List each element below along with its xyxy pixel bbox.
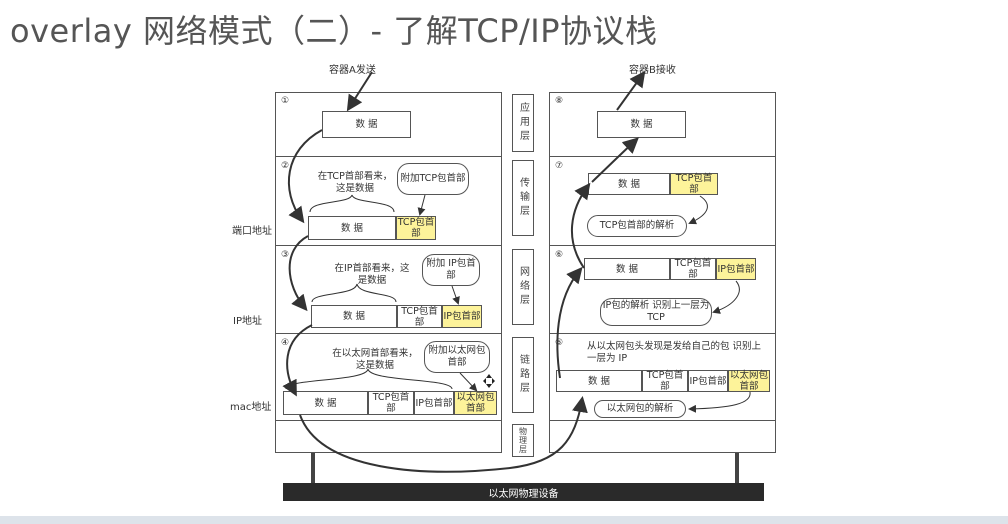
- cursor-icon: [483, 374, 495, 388]
- layer-application: 应用层: [512, 94, 534, 152]
- layer-transport: 传输层: [512, 160, 534, 236]
- left-step4-data: 数 据: [283, 391, 368, 415]
- note-tcp-parse: TCP包首部的解析: [587, 215, 687, 237]
- left-step4-eth-header: 以太网包首部: [454, 391, 497, 415]
- sender-label: 容器A发送: [329, 65, 376, 76]
- step-4: ④: [281, 338, 290, 348]
- layer-physical: 物理层: [512, 424, 534, 457]
- right-physical-row: [549, 420, 776, 453]
- note-ip-parse: IP包的解析 识别上一层为TCP: [600, 298, 712, 326]
- mac-address-label: mac地址: [230, 402, 272, 413]
- slide-title: overlay 网络模式（二）- 了解TCP/IP协议栈: [10, 12, 658, 50]
- left-step2-data: 数 据: [308, 216, 396, 240]
- left-step2-tcp-header: TCP包首部: [396, 216, 436, 240]
- note-add-eth: 附加以太网包首部: [424, 341, 490, 373]
- note-add-ip: 附加 IP包首部: [422, 254, 480, 286]
- right-step7-data: 数 据: [588, 173, 670, 195]
- note-eth-view: 在以太网首部看来，这是数据: [332, 348, 418, 371]
- right-step7-tcp-header: TCP包首部: [670, 173, 718, 195]
- ethernet-physical-device-bar: 以太网物理设备: [283, 483, 764, 501]
- note-ip-view: 在IP首部看来，这是数据: [334, 263, 410, 286]
- left-step1-data: 数 据: [322, 111, 411, 138]
- receiver-arrow: [616, 70, 646, 111]
- right-step8-data: 数 据: [597, 111, 686, 138]
- right-step6-data: 数 据: [584, 258, 670, 280]
- receiver-label: 容器B接收: [629, 65, 676, 76]
- step-7: ⑦: [555, 161, 564, 171]
- left-step4-tcp-header: TCP包首部: [368, 391, 414, 415]
- layer-network: 网络层: [512, 249, 534, 325]
- note-eth-found: 从以太网包头发现是发给自己的包 识别上一层为 IP: [587, 341, 762, 364]
- port-address-label: 端口地址: [232, 226, 272, 237]
- right-step5-tcp-header: TCP包首部: [642, 370, 688, 392]
- step-8: ⑧: [555, 96, 564, 106]
- step-6: ⑥: [555, 250, 564, 260]
- right-step6-tcp-header: TCP包首部: [670, 258, 716, 280]
- right-step6-ip-header: IP包首部: [716, 258, 756, 280]
- layer-link: 链路层: [512, 337, 534, 413]
- left-step3-ip-header: IP包首部: [442, 305, 482, 328]
- ip-address-label: IP地址: [233, 316, 262, 327]
- left-step3-tcp-header: TCP包首部: [397, 305, 442, 328]
- note-tcp-view: 在TCP首部看来，这是数据: [317, 171, 393, 194]
- step-2: ②: [281, 161, 290, 171]
- left-physical-row: [275, 420, 502, 453]
- step-1: ①: [281, 96, 290, 106]
- sender-arrow: [346, 71, 373, 112]
- right-step5-eth-header: 以太网包首部: [728, 370, 770, 392]
- left-step3-data: 数 据: [311, 305, 397, 328]
- step-5: ⑤: [555, 338, 564, 348]
- step-3: ③: [281, 250, 290, 260]
- left-step4-ip-header: IP包首部: [414, 391, 454, 415]
- right-step5-data: 数 据: [556, 370, 642, 392]
- note-add-tcp: 附加TCP包首部: [397, 163, 469, 195]
- right-step5-ip-header: IP包首部: [688, 370, 728, 392]
- note-eth-parse: 以太网包的解析: [594, 400, 686, 418]
- bottom-strip: [0, 516, 1008, 524]
